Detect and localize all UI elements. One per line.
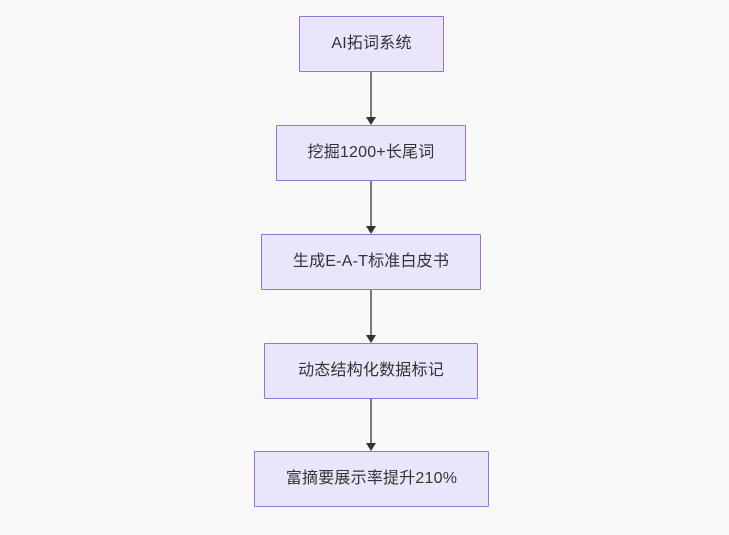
flow-node-label: 生成E-A-T标准白皮书 xyxy=(292,253,450,270)
arrowhead-icon xyxy=(366,226,376,234)
flow-node-ai-keyword-system[interactable]: AI拓词系统 xyxy=(299,16,444,72)
connector-line xyxy=(370,72,372,117)
connector-line xyxy=(370,290,372,335)
connector-line xyxy=(370,181,372,226)
flow-node-mine-longtail-keywords[interactable]: 挖掘1200+长尾词 xyxy=(276,125,466,181)
flow-node-generate-eat-whitepaper[interactable]: 生成E-A-T标准白皮书 xyxy=(261,234,481,290)
flow-node-label: 富摘要展示率提升210% xyxy=(285,470,458,487)
flow-node-dynamic-structured-data-markup[interactable]: 动态结构化数据标记 xyxy=(264,343,478,399)
arrowhead-icon xyxy=(366,335,376,343)
connector-line xyxy=(370,399,372,443)
flow-node-label: AI拓词系统 xyxy=(331,35,412,52)
arrowhead-icon xyxy=(366,443,376,451)
flow-node-label: 挖掘1200+长尾词 xyxy=(307,144,435,161)
arrowhead-icon xyxy=(366,117,376,125)
flow-node-rich-snippet-rate-increase[interactable]: 富摘要展示率提升210% xyxy=(254,451,489,507)
flow-node-label: 动态结构化数据标记 xyxy=(298,362,444,379)
